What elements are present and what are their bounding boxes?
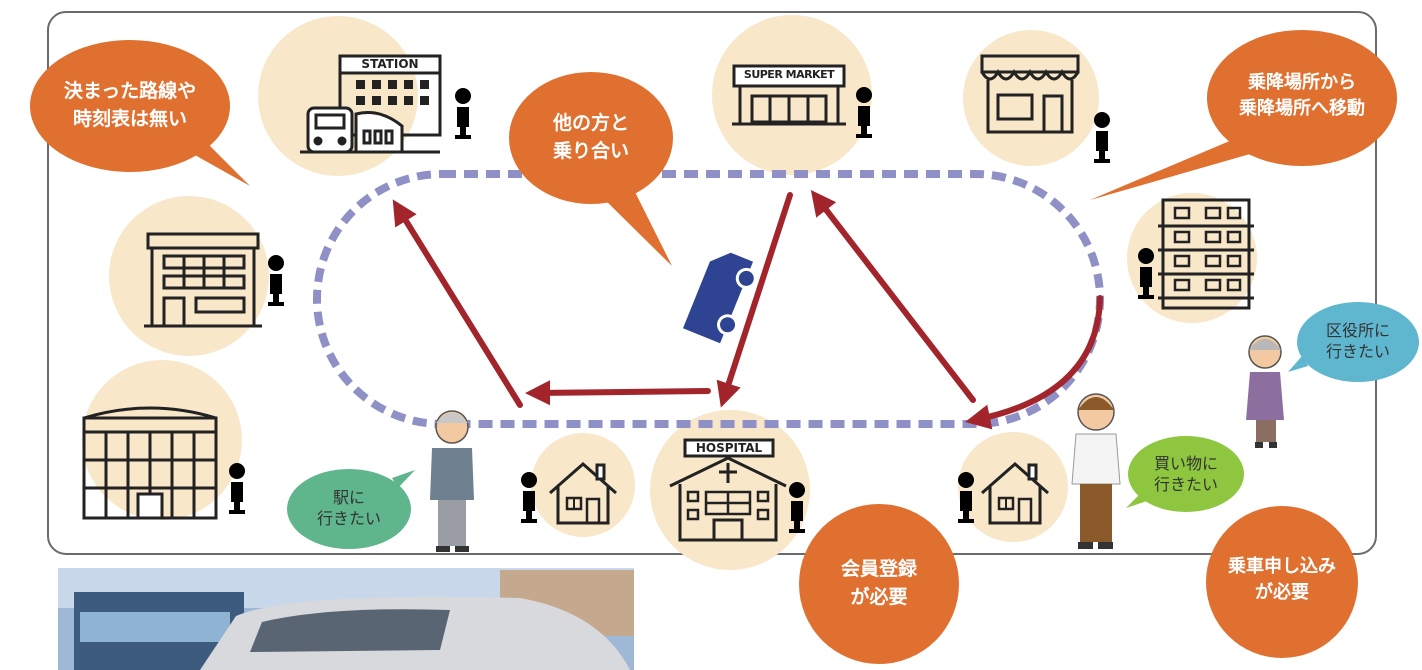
bubble-ride-share [509,72,673,266]
vehicle-photo [58,568,634,670]
apartment-icon [1158,198,1254,310]
arrow-pickup [965,295,1103,430]
arrow-to-supermarket [810,190,976,403]
tag-station-wish [287,469,415,549]
station-sign: STATION [361,57,419,71]
supermarket-sign: SUPER MARKET [743,68,835,81]
bubble-ride-share-text: 他の方と乗り合い [552,112,629,162]
bubble-no-fixed-route-text: 決まった路線や時刻表は無い [63,80,197,130]
mall-icon [82,406,218,520]
van-icon [682,252,757,344]
hospital-sign: HOSPITAL [695,441,763,455]
woman-passenger [1246,335,1284,448]
station-icon [300,54,442,154]
arrow-to-home [524,380,711,406]
bubble-membership [799,504,959,664]
office-building-icon [144,232,262,328]
arrow-to-station [392,199,523,408]
bubble-point-to-point [1090,30,1397,200]
bubble-reservation-text: 乗車申し込みが必要 [1228,556,1336,604]
shop-icon [980,54,1080,134]
shopping-wish-text: 買い物に行きたい [1153,454,1218,494]
bubble-membership-text: 会員登録が必要 [840,558,917,608]
station-wish-text: 駅に行きたい [316,488,381,528]
tag-ward-office-wish [1288,302,1419,382]
bubble-point-to-point-text: 乗降場所から乗降場所へ移動 [1239,72,1365,120]
hospital-icon [669,438,787,542]
supermarket-icon [732,64,846,126]
ward-office-wish-text: 区役所に行きたい [1325,321,1390,361]
trip-arrows [392,190,1103,430]
arrow-to-hospital [716,192,793,408]
elderly-man-passenger [430,410,474,552]
man-passenger [1071,393,1121,549]
tag-shopping-wish [1126,436,1244,512]
bubble-no-fixed-route [30,40,250,186]
bubble-reservation [1206,506,1358,658]
